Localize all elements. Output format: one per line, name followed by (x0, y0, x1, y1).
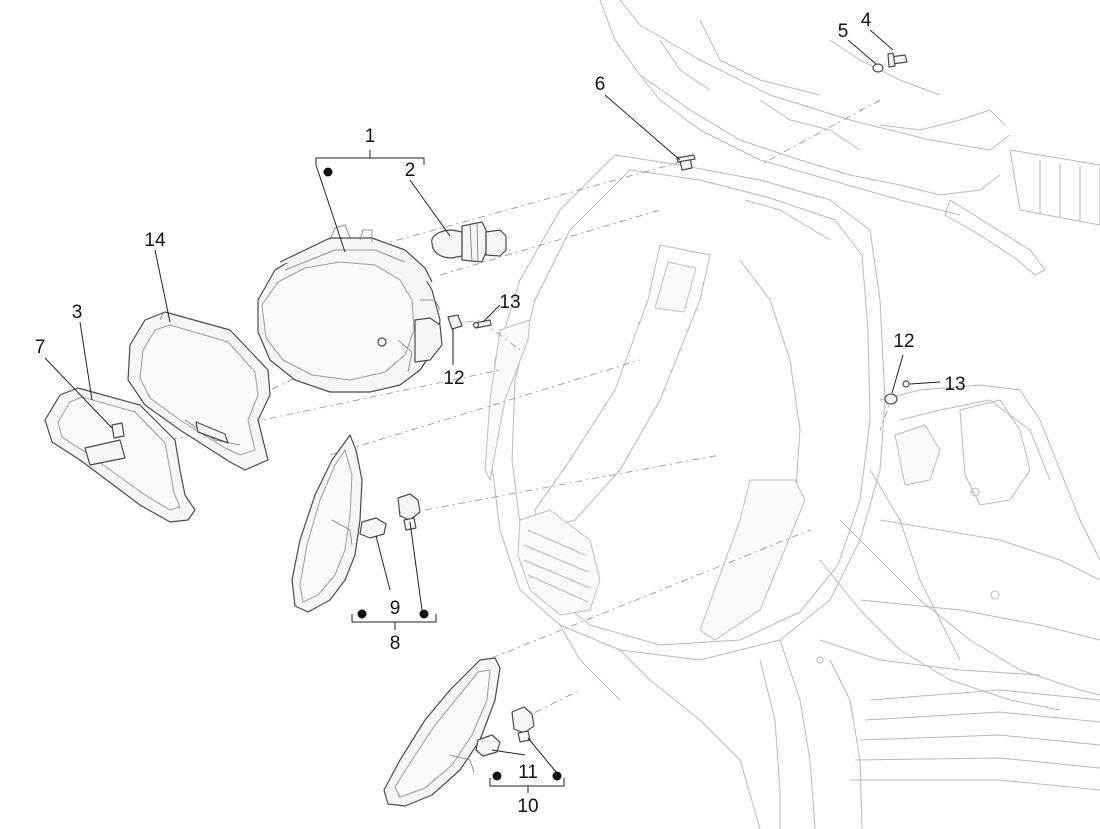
scooter-body-outline (484, 0, 1100, 829)
callout-10: 10 (517, 796, 538, 817)
callout-14: 14 (144, 230, 166, 251)
headlamp-bulb (431, 221, 507, 263)
callout-9: 9 (390, 598, 401, 619)
callout-12-left: 12 (443, 368, 464, 389)
kit-dot (552, 771, 562, 781)
left-nut-and-screw (447, 314, 492, 330)
right-turn-signal (383, 657, 501, 807)
callout-4: 4 (861, 10, 872, 31)
callout-11: 11 (518, 762, 538, 783)
callout-12-right: 12 (893, 331, 914, 352)
mount-screw (676, 154, 696, 171)
callout-5: 5 (838, 21, 849, 42)
callout-leaders (44, 29, 941, 793)
headlamp-inner-frame (127, 311, 271, 471)
headlamp-trim-ring (44, 387, 196, 523)
callout-2: 2 (405, 160, 416, 181)
callout-1: 1 (365, 126, 376, 147)
screw-and-washer (872, 52, 908, 73)
right-nut-and-screw (884, 380, 910, 405)
left-turn-signal (291, 434, 363, 613)
trim-clip (111, 422, 125, 439)
callout-13-right: 13 (944, 374, 965, 395)
kit-markers (323, 167, 562, 781)
kit-dot (419, 609, 429, 619)
callout-8: 8 (390, 633, 401, 654)
callout-13-left: 13 (499, 292, 520, 313)
callout-7: 7 (35, 337, 46, 358)
kit-dot (323, 167, 333, 177)
callout-3: 3 (72, 302, 83, 323)
kit-dot (357, 609, 367, 619)
kit-dot (492, 771, 502, 781)
callout-6: 6 (595, 74, 606, 95)
left-signal-bulb-socket (359, 493, 421, 539)
callout-labels: 1 2 3 4 5 6 7 8 9 10 11 12 12 13 13 14 (35, 10, 966, 817)
headlamp-unit (257, 224, 443, 393)
